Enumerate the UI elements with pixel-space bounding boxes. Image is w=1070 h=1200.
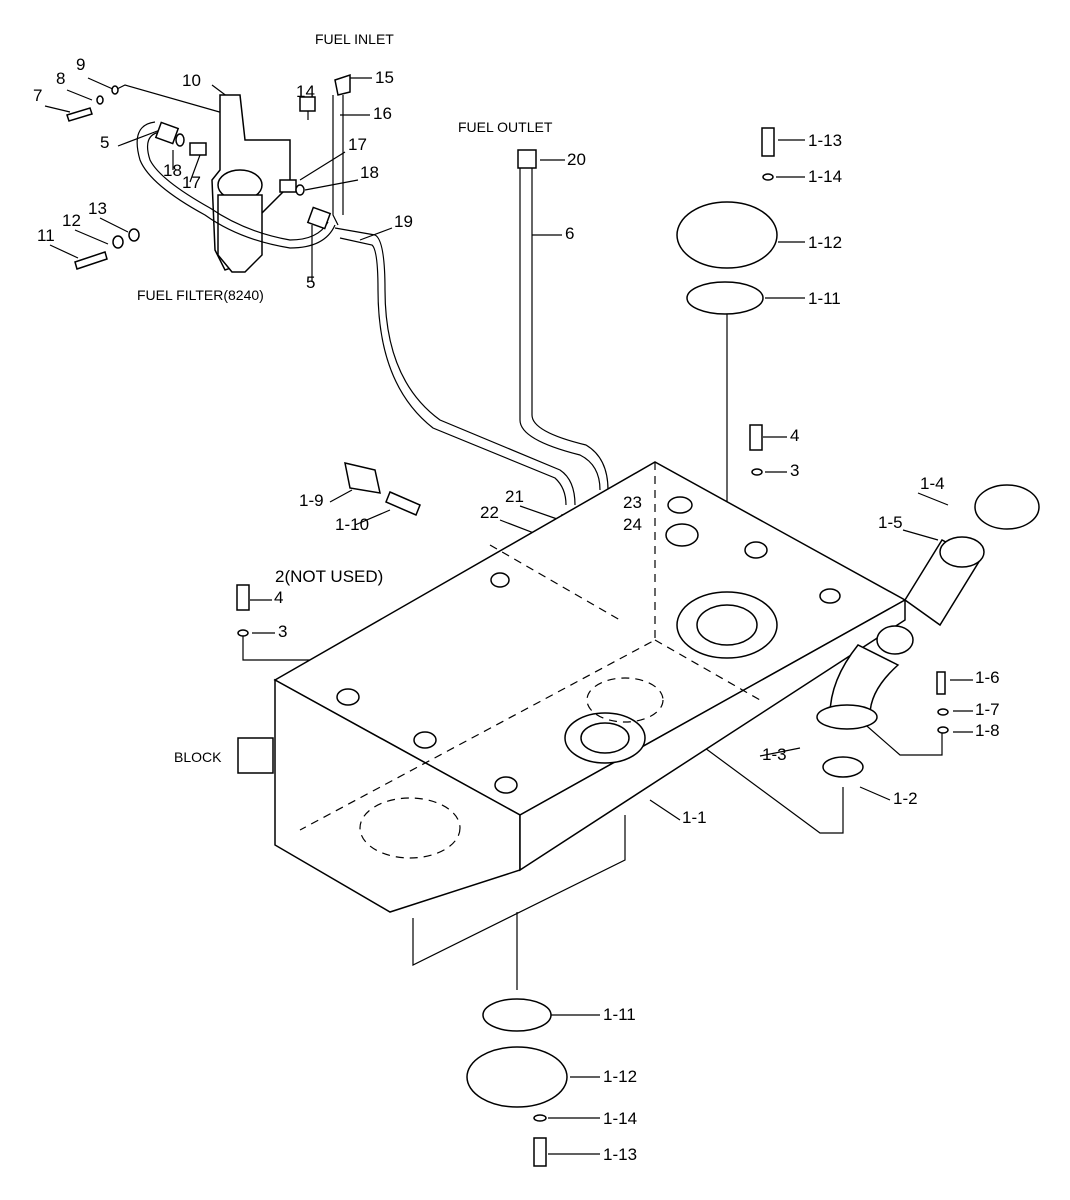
part-label: 1-12 xyxy=(603,1067,637,1086)
part-label: 7 xyxy=(33,86,42,105)
part-label: 24 xyxy=(623,515,642,534)
block xyxy=(237,737,274,774)
part-label: 14 xyxy=(296,82,315,101)
part-label: 22 xyxy=(480,503,499,522)
part-label: 1-13 xyxy=(603,1145,637,1164)
part-label: 1-8 xyxy=(975,721,1000,740)
part-label: 1-9 xyxy=(299,491,324,510)
part-label: 17 xyxy=(182,173,201,192)
part-labels: 151614109875181717181312115192061-131-14… xyxy=(33,55,1000,1164)
part-label: 1-6 xyxy=(975,668,1000,687)
leader-lines xyxy=(44,77,973,1155)
part-label: 23 xyxy=(623,493,642,512)
part-label: 12 xyxy=(62,211,81,230)
part-label: 20 xyxy=(567,150,586,169)
part-label: 5 xyxy=(100,133,109,152)
part-label: 1-5 xyxy=(878,513,903,532)
part-label: 1-11 xyxy=(808,289,841,308)
part-label: 17 xyxy=(348,135,367,154)
caption-fuel-outlet: FUEL OUTLET xyxy=(458,119,553,135)
part-label: 16 xyxy=(373,104,392,123)
part-label: 1-14 xyxy=(808,167,842,186)
part-label: 11 xyxy=(37,226,55,245)
part-label: 1-11 xyxy=(603,1005,636,1024)
part-label: 1-1 xyxy=(682,808,707,827)
caption-fuel-filter: FUEL FILTER(8240) xyxy=(137,287,264,303)
captions: FUEL INLET FUEL OUTLET FUEL FILTER(8240)… xyxy=(137,31,553,765)
part-label: 9 xyxy=(76,55,85,74)
part-label: 4 xyxy=(790,426,799,445)
part-label: 1-12 xyxy=(808,233,842,252)
fuel-filter-assembly xyxy=(66,85,336,273)
part-label: 8 xyxy=(56,69,65,88)
part-label: 18 xyxy=(360,163,379,182)
part-label: 1-14 xyxy=(603,1109,637,1128)
fuel-tank xyxy=(237,461,907,913)
part-label: 10 xyxy=(182,71,201,90)
part-label: 6 xyxy=(565,224,574,243)
part-label: 19 xyxy=(394,212,413,231)
caption-fuel-inlet: FUEL INLET xyxy=(315,31,394,47)
part-label: 4 xyxy=(274,588,283,607)
part-label: 21 xyxy=(505,487,524,506)
part-label: 1-3 xyxy=(762,745,787,764)
caption-block: BLOCK xyxy=(174,749,222,765)
part-label: 3 xyxy=(790,461,799,480)
part-label: 1-10 xyxy=(335,515,369,534)
part-label: 1-7 xyxy=(975,700,1000,719)
part-label: 1-2 xyxy=(893,789,918,808)
part-label: 1-13 xyxy=(808,131,842,150)
part-label: 18 xyxy=(163,161,182,180)
filler-neck xyxy=(816,484,1040,778)
part-label: 3 xyxy=(278,622,287,641)
part-label: 5 xyxy=(306,273,315,292)
part-label: 1-4 xyxy=(920,474,945,493)
part-label: 15 xyxy=(375,68,394,87)
part-label: 13 xyxy=(88,199,107,218)
covers-and-fasteners xyxy=(236,127,778,1167)
caption-not-used: 2(NOT USED) xyxy=(275,567,383,586)
fuel-hoses xyxy=(332,73,609,552)
